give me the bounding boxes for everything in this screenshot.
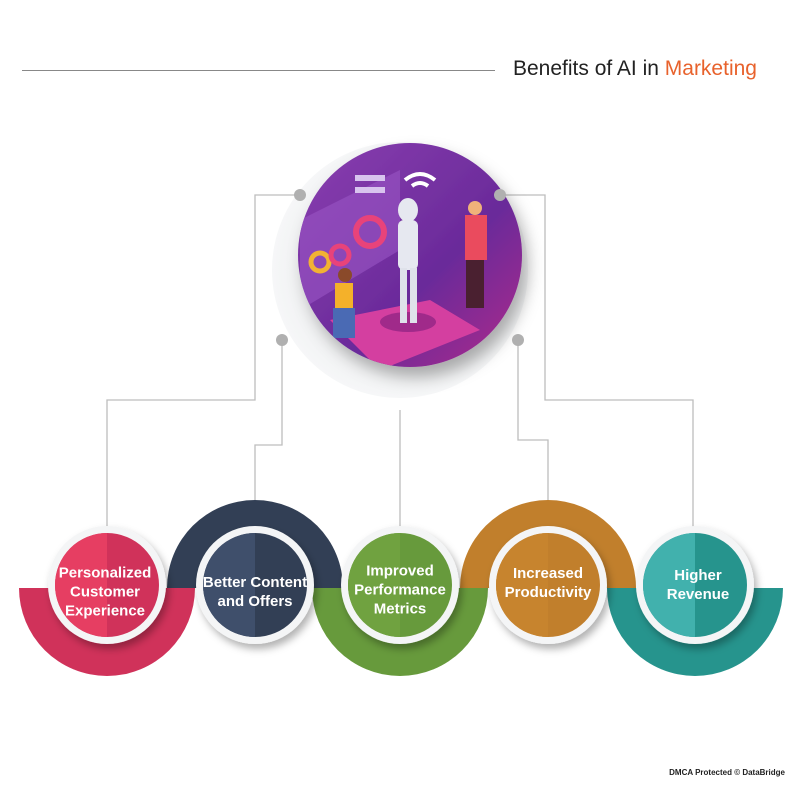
page-title: Benefits of AI in Marketing xyxy=(513,57,757,81)
title-prefix: Benefits of AI in xyxy=(513,57,665,80)
benefit-circle-highlight xyxy=(348,533,400,637)
title-rule xyxy=(22,70,495,71)
connector-dot xyxy=(294,189,306,201)
benefit-circle-highlight xyxy=(55,533,107,637)
benefit-label-personalized-customer-experience: Personalized Customer Experience xyxy=(58,564,152,620)
benefit-circle-highlight xyxy=(643,533,695,637)
benefit-label-improved-performance-metrics: Improved Performance Metrics xyxy=(354,562,446,618)
connector-dot xyxy=(494,189,506,201)
benefit-circle-highlight xyxy=(496,533,548,637)
benefit-circle-highlight xyxy=(203,533,255,637)
ai-robot-marketing-icon xyxy=(300,170,487,367)
benefit-label-better-content-and-offers: Better Content and Offers xyxy=(202,574,308,610)
connector-dot xyxy=(276,334,288,346)
connector-dot xyxy=(512,334,524,346)
benefit-label-higher-revenue: Higher Revenue xyxy=(666,567,730,603)
footer-copyright: DMCA Protected © DataBridge xyxy=(669,768,785,777)
benefit-label-increased-productivity: Increased Productivity xyxy=(504,565,592,601)
connector-lines xyxy=(106,194,694,535)
title-accent: Marketing xyxy=(664,57,757,80)
